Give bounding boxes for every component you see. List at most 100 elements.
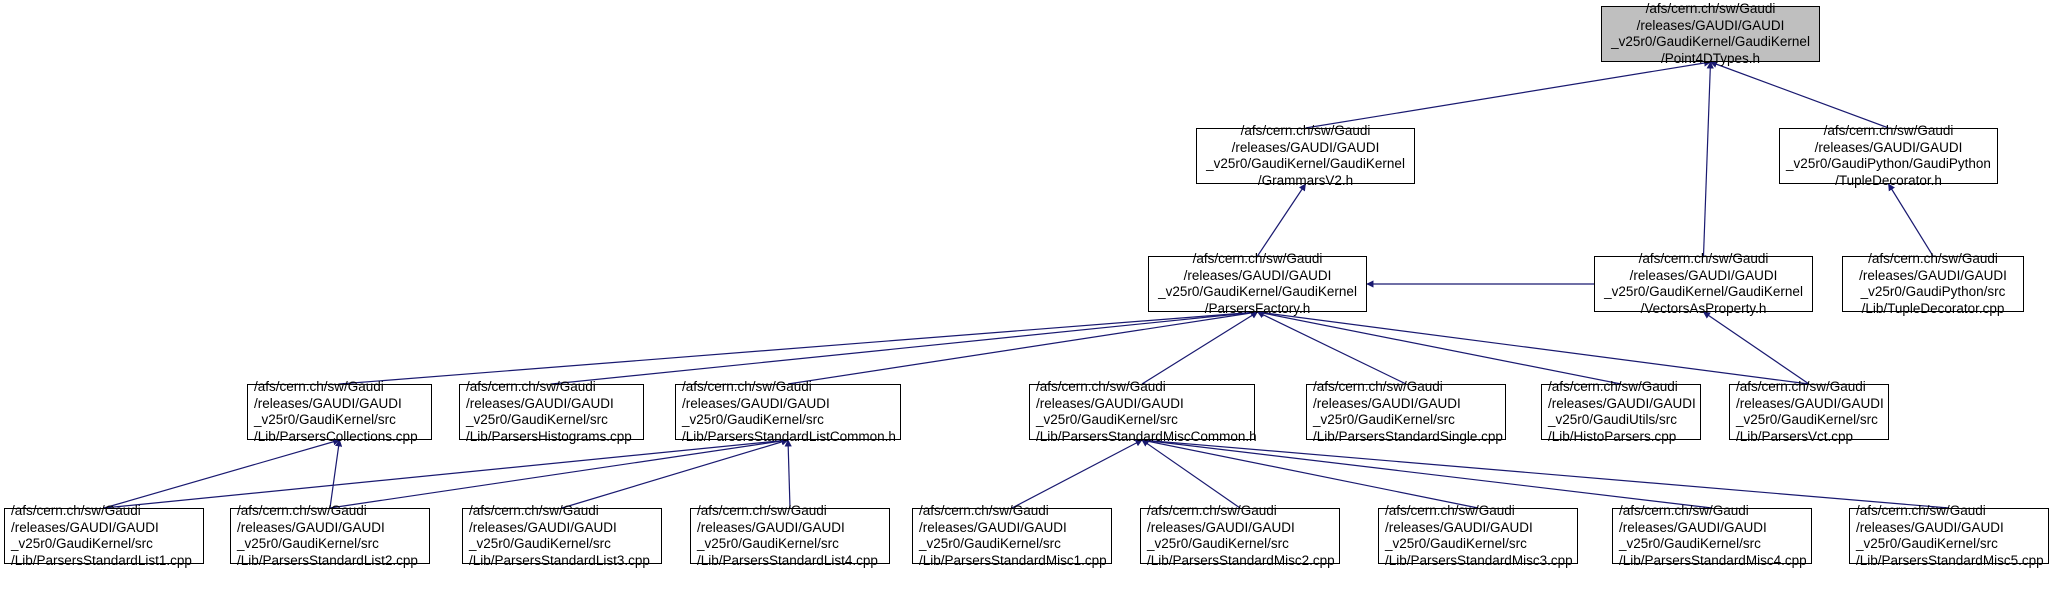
node-label-line: _v25r0/GaudiKernel/src	[697, 536, 839, 551]
node-label-line: _v25r0/GaudiPython/src	[1860, 284, 2006, 299]
node-label-line: _v25r0/GaudiKernel/src	[682, 412, 824, 427]
node-parsersstandardmisccommon-h[interactable]: /afs/cern.ch/sw/Gaudi/releases/GAUDI/GAU…	[1029, 379, 1257, 444]
node-label-line: /releases/GAUDI/GAUDI	[1036, 395, 1184, 411]
dependency-edge	[1141, 311, 1259, 385]
node-tupledecorator-cpp[interactable]: /afs/cern.ch/sw/Gaudi/releases/GAUDI/GAU…	[1842, 251, 2024, 316]
node-parsersstandardmisc5-cpp[interactable]: /afs/cern.ch/sw/Gaudi/releases/GAUDI/GAU…	[1849, 503, 2049, 568]
dependency-edge	[784, 439, 792, 509]
node-label-line: /Lib/ParsersStandardList1.cpp	[11, 552, 192, 568]
node-parsersstandardmisc3-cpp[interactable]: /afs/cern.ch/sw/Gaudi/releases/GAUDI/GAU…	[1378, 503, 1578, 568]
node-parserscollections-cpp[interactable]: /afs/cern.ch/sw/Gaudi/releases/GAUDI/GAU…	[247, 379, 432, 444]
node-label-line: /afs/cern.ch/sw/Gaudi	[1645, 1, 1776, 16]
dependency-edge	[1256, 309, 1622, 385]
node-label-line: /afs/cern.ch/sw/Gaudi	[1147, 503, 1277, 518]
node-label-line: /releases/GAUDI/GAUDI	[466, 395, 614, 411]
node-label-line: /afs/cern.ch/sw/Gaudi	[469, 503, 599, 518]
node-label-line: /releases/GAUDI/GAUDI	[682, 395, 830, 411]
node-label-line: /afs/cern.ch/sw/Gaudi	[254, 379, 384, 394]
node-label-line: _v25r0/GaudiKernel/src	[1736, 412, 1878, 427]
node-label-line: /Point4DTypes.h	[1660, 50, 1761, 66]
node-label-line: /afs/cern.ch/sw/Gaudi	[1192, 251, 1323, 266]
node-parsersstandardsingle-cpp[interactable]: /afs/cern.ch/sw/Gaudi/releases/GAUDI/GAU…	[1306, 379, 1506, 444]
dependency-edge	[1256, 309, 1810, 385]
dependency-edge	[1256, 311, 1407, 385]
node-parsersvct-cpp[interactable]: /afs/cern.ch/sw/Gaudi/releases/GAUDI/GAU…	[1729, 379, 1889, 444]
node-label-line: /releases/GAUDI/GAUDI	[469, 519, 617, 535]
node-label-line: /afs/cern.ch/sw/Gaudi	[1619, 503, 1749, 518]
dependency-edge	[1257, 183, 1306, 257]
node-label-line: /afs/cern.ch/sw/Gaudi	[1240, 123, 1371, 138]
edges-group	[103, 59, 1950, 509]
dependency-edge	[1141, 436, 1950, 509]
node-label-line: /releases/GAUDI/GAUDI	[1629, 267, 1778, 283]
node-label-line: /Lib/ParsersStandardList2.cpp	[237, 552, 418, 568]
dependency-edge	[1141, 437, 1479, 509]
node-label-line: _v25r0/GaudiPython/GaudiPython	[1786, 156, 1991, 171]
node-label-line: /afs/cern.ch/sw/Gaudi	[1385, 503, 1515, 518]
dependency-edge	[1011, 439, 1143, 509]
dependency-edge	[1702, 61, 1714, 257]
dependency-edge	[561, 438, 789, 509]
node-label-line: _v25r0/GaudiKernel/src	[1856, 536, 1998, 551]
node-label-line: _v25r0/GaudiKernel/src	[1385, 536, 1527, 551]
node-parsersstandardlist3-cpp[interactable]: /afs/cern.ch/sw/Gaudi/releases/GAUDI/GAU…	[462, 503, 662, 568]
node-label-line: /releases/GAUDI/GAUDI	[1619, 519, 1767, 535]
node-parsersstandardmisc2-cpp[interactable]: /afs/cern.ch/sw/Gaudi/releases/GAUDI/GAU…	[1140, 503, 1340, 568]
node-label-line: _v25r0/GaudiKernel/src	[1619, 536, 1761, 551]
node-label-line: /afs/cern.ch/sw/Gaudi	[919, 503, 1049, 518]
node-label-line: _v25r0/GaudiKernel/GaudiKernel	[1604, 284, 1803, 299]
node-label-line: _v25r0/GaudiKernel/src	[11, 536, 153, 551]
dependency-edge	[329, 437, 789, 509]
node-label-line: _v25r0/GaudiKernel/src	[254, 412, 396, 427]
dependency-edge	[1709, 60, 1889, 129]
node-point4dtypes-h[interactable]: /afs/cern.ch/sw/Gaudi/releases/GAUDI/GAU…	[1601, 1, 1820, 66]
dependency-edge	[1887, 183, 1934, 257]
dependency-edge	[787, 309, 1259, 385]
node-label-line: /Lib/ParsersStandardMiscCommon.h	[1036, 428, 1257, 444]
node-tupledecorator-h[interactable]: /afs/cern.ch/sw/Gaudi/releases/GAUDI/GAU…	[1779, 123, 1998, 188]
node-histoparsers-cpp[interactable]: /afs/cern.ch/sw/Gaudi/releases/GAUDI/GAU…	[1541, 379, 1701, 444]
node-label-line: /Lib/ParsersHistograms.cpp	[466, 428, 632, 444]
node-label-line: /releases/GAUDI/GAUDI	[919, 519, 1067, 535]
node-label-line: /releases/GAUDI/GAUDI	[1736, 395, 1884, 411]
node-label-line: /afs/cern.ch/sw/Gaudi	[1868, 251, 1998, 266]
node-label-line: /afs/cern.ch/sw/Gaudi	[1548, 379, 1678, 394]
dependency-edge	[339, 308, 1259, 385]
node-parsersfactory-h[interactable]: /afs/cern.ch/sw/Gaudi/releases/GAUDI/GAU…	[1148, 251, 1367, 316]
node-vectorsasproperty-h[interactable]: /afs/cern.ch/sw/Gaudi/releases/GAUDI/GAU…	[1594, 251, 1813, 316]
node-label-line: /afs/cern.ch/sw/Gaudi	[1638, 251, 1769, 266]
node-label-line: /releases/GAUDI/GAUDI	[697, 519, 845, 535]
node-label-line: /afs/cern.ch/sw/Gaudi	[1856, 503, 1986, 518]
node-label-line: /afs/cern.ch/sw/Gaudi	[1313, 379, 1443, 394]
node-label-line: /Lib/ParsersStandardSingle.cpp	[1313, 428, 1503, 444]
node-parsersstandardlist2-cpp[interactable]: /afs/cern.ch/sw/Gaudi/releases/GAUDI/GAU…	[230, 503, 430, 568]
node-parsershistograms-cpp[interactable]: /afs/cern.ch/sw/Gaudi/releases/GAUDI/GAU…	[459, 379, 644, 444]
node-parsersstandardlist1-cpp[interactable]: /afs/cern.ch/sw/Gaudi/releases/GAUDI/GAU…	[4, 503, 204, 568]
node-label-line: /Lib/HistoParsers.cpp	[1548, 428, 1677, 444]
node-label-line: /Lib/ParsersStandardMisc2.cpp	[1147, 552, 1335, 568]
node-label-line: _v25r0/GaudiUtils/src	[1548, 412, 1678, 427]
node-label-line: /releases/GAUDI/GAUDI	[1147, 519, 1295, 535]
node-label-line: /VectorsAsProperty.h	[1640, 300, 1767, 316]
node-label-line: /Lib/ParsersStandardMisc3.cpp	[1385, 552, 1573, 568]
node-parsersstandardmisc1-cpp[interactable]: /afs/cern.ch/sw/Gaudi/releases/GAUDI/GAU…	[912, 503, 1112, 568]
node-label-line: /releases/GAUDI/GAUDI	[11, 519, 159, 535]
node-label-line: _v25r0/GaudiKernel/GaudiKernel	[1158, 284, 1357, 299]
node-label-line: /Lib/ParsersStandardList3.cpp	[469, 552, 650, 568]
node-label-line: /releases/GAUDI/GAUDI	[1548, 395, 1696, 411]
node-label-line: _v25r0/GaudiKernel/GaudiKernel	[1206, 156, 1405, 171]
node-parsersstandardlist4-cpp[interactable]: /afs/cern.ch/sw/Gaudi/releases/GAUDI/GAU…	[690, 503, 890, 568]
node-label-line: /Lib/ParsersStandardListCommon.h	[682, 428, 896, 444]
node-label-line: /Lib/TupleDecorator.cpp	[1861, 300, 2005, 316]
node-label-line: /releases/GAUDI/GAUDI	[254, 395, 402, 411]
node-parsersstandardlistcommon-h[interactable]: /afs/cern.ch/sw/Gaudi/releases/GAUDI/GAU…	[675, 379, 901, 444]
node-label-line: /afs/cern.ch/sw/Gaudi	[697, 503, 827, 518]
node-parsersstandardmisc4-cpp[interactable]: /afs/cern.ch/sw/Gaudi/releases/GAUDI/GAU…	[1612, 503, 1812, 568]
node-label-line: /afs/cern.ch/sw/Gaudi	[237, 503, 367, 518]
node-label-line: _v25r0/GaudiKernel/src	[1313, 412, 1455, 427]
node-label-line: /Lib/ParsersStandardList4.cpp	[697, 552, 878, 568]
node-grammarsv2-h[interactable]: /afs/cern.ch/sw/Gaudi/releases/GAUDI/GAU…	[1196, 123, 1415, 188]
dependency-edge	[551, 309, 1259, 385]
node-label-line: /Lib/ParsersCollections.cpp	[254, 428, 418, 444]
